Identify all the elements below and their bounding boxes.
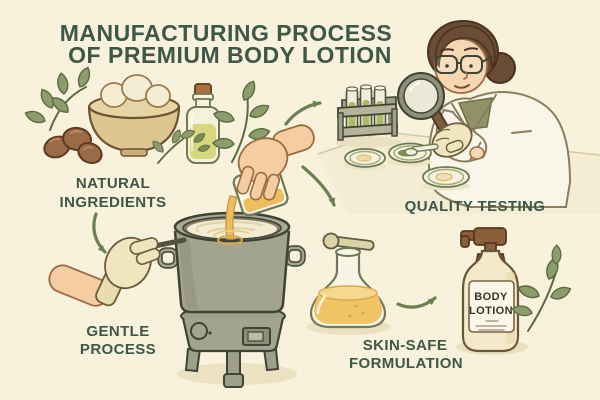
step-label-skin-safe: SKIN-SAFE FORMULATION — [349, 337, 463, 372]
petri-dishes — [344, 142, 470, 191]
ingredient-bowl-icon — [87, 74, 181, 157]
leaf-branch-right-icon — [211, 78, 272, 163]
flask-mouth — [335, 247, 361, 257]
step-label-gentle-process: GENTLE PROCESS — [80, 323, 156, 358]
stove-knob — [190, 322, 208, 340]
lotion-pump-bottle-icon: BODY LOTION — [456, 227, 573, 355]
eye-left — [445, 64, 449, 68]
test-tube-rack-icon — [335, 84, 401, 148]
shirt — [457, 97, 493, 130]
erlenmeyer-flask-icon — [307, 232, 391, 335]
arrow-formulation-to-bottle-icon — [396, 296, 437, 309]
natural-label-line2: INGREDIENTS — [60, 194, 167, 211]
skinsafe-label-line2: FORMULATION — [349, 355, 463, 372]
stirring-hand-icon — [48, 236, 187, 307]
wrist — [469, 146, 485, 160]
petri-dish-1 — [344, 148, 386, 168]
petri-dish-3 — [422, 166, 470, 188]
step-label-quality-testing: QUALITY TESTING — [405, 198, 546, 215]
eye-right — [469, 64, 473, 68]
page-title: MANUFACTURING PROCESS OF PREMIUM BODY LO… — [60, 20, 393, 68]
arrow-ingredients-to-testing-icon — [284, 100, 322, 126]
shea-nuts-icon — [43, 126, 103, 164]
leaf-sprig-icon — [150, 127, 197, 164]
oil-ripple — [217, 235, 243, 245]
glove-hand — [431, 122, 473, 158]
smile — [454, 84, 470, 89]
magnifying-glass-icon — [397, 72, 445, 120]
petri-dish-2 — [388, 142, 439, 164]
natural-label-line1: NATURAL — [76, 175, 150, 192]
gentle-label-line1: GENTLE — [86, 323, 149, 340]
nose — [463, 71, 468, 80]
natural-ingredients-illustration — [23, 65, 272, 164]
eyebrows — [440, 47, 478, 52]
arrow-ingredients-to-process-icon — [92, 212, 107, 254]
leaf-sprig-bottle-icon — [510, 244, 573, 332]
arrow-testing-to-formulation-icon — [301, 165, 336, 207]
bottle-label-line2: LOTION — [469, 305, 513, 317]
gentle-label-line2: PROCESS — [80, 341, 156, 358]
pot-body — [173, 230, 291, 314]
pouring-hand-icon — [213, 124, 315, 245]
leaf-branch-icon — [23, 65, 94, 131]
title-line-1: MANUFACTURING PROCESS — [60, 20, 393, 46]
bottle-label-line1: BODY — [474, 291, 508, 303]
oil-stream — [225, 195, 238, 240]
bottle-label — [468, 280, 515, 333]
shea-butter-chunks — [100, 74, 171, 108]
title-line-2: OF PREMIUM BODY LOTION — [68, 42, 392, 68]
hair-fringe — [435, 25, 496, 70]
coat-pocket — [511, 130, 532, 134]
skinsafe-label-line1: SKIN-SAFE — [363, 337, 447, 354]
flask-liquid — [314, 293, 382, 324]
step-label-natural-ingredients: NATURAL INGREDIENTS — [60, 175, 167, 211]
